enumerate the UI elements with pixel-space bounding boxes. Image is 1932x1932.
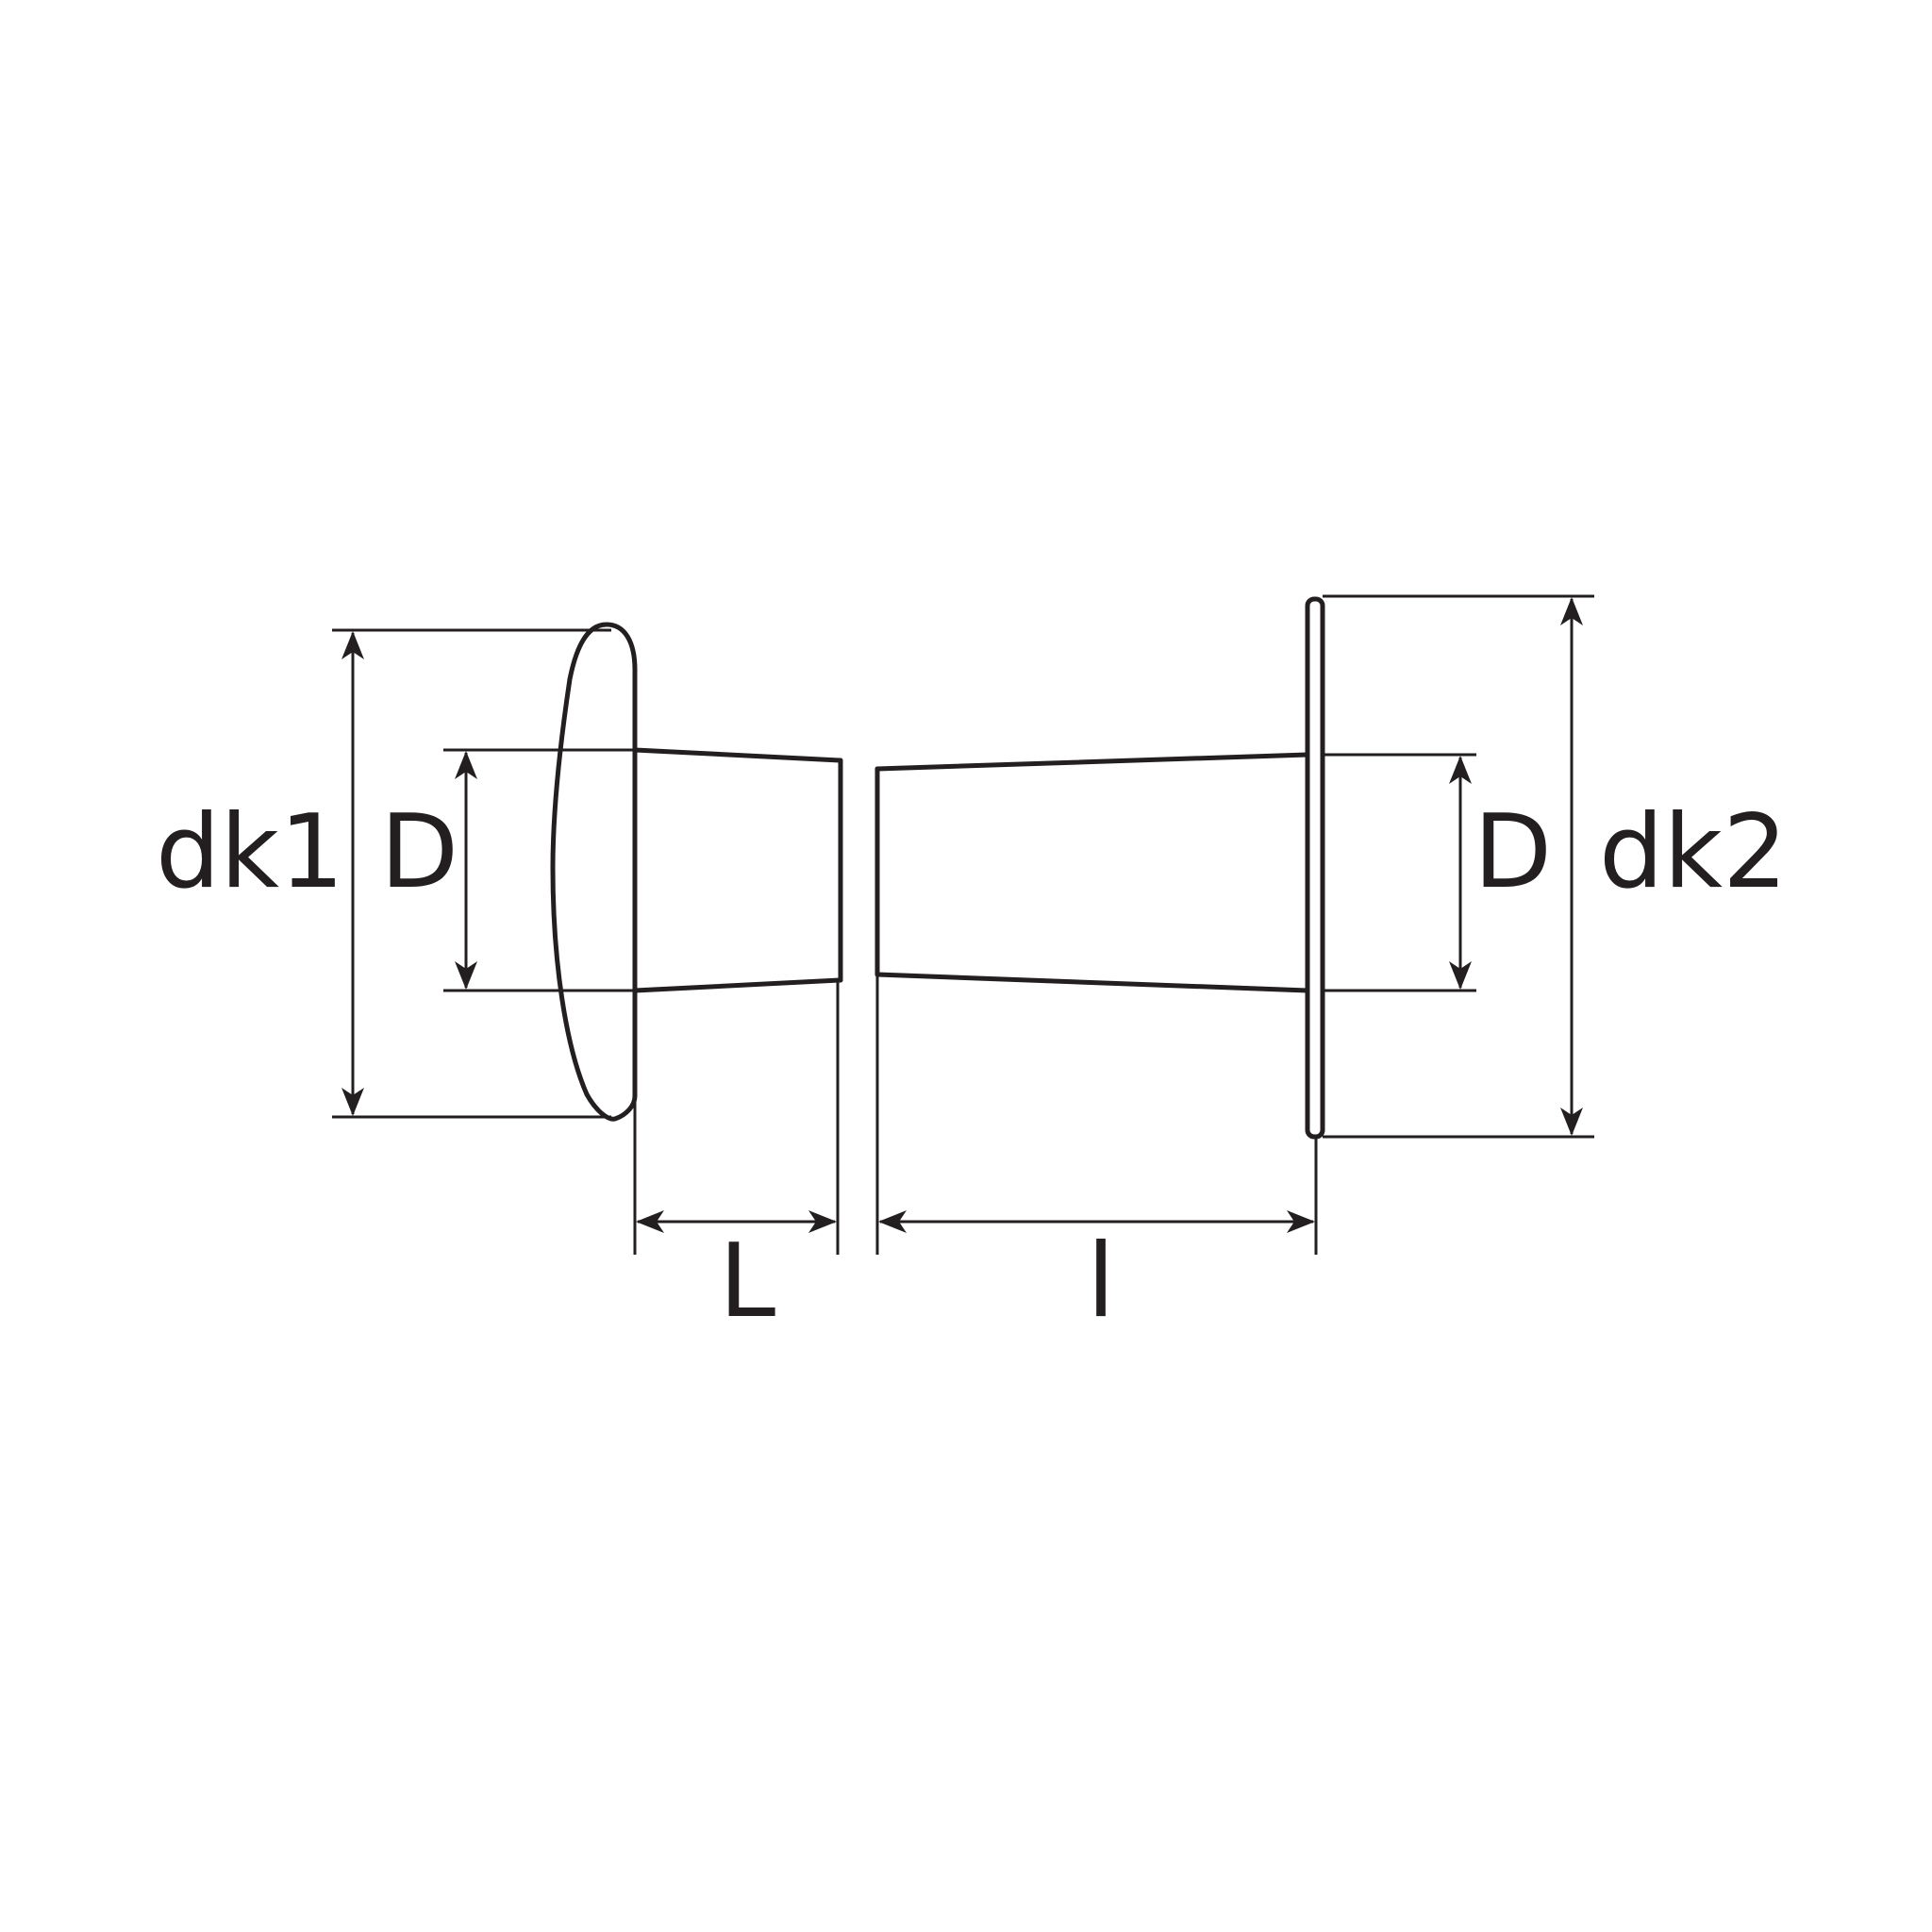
dimension-L: L	[633, 980, 840, 1341]
dimension-l: l	[875, 974, 1318, 1341]
right-shank-bottom-edge	[874, 972, 1310, 993]
dimension-d-right: D	[1323, 753, 1552, 992]
d-left-label: D	[380, 793, 458, 911]
domed-head-outline	[550, 622, 638, 1122]
right-rivet-part	[874, 596, 1325, 1140]
right-shank-top-edge	[874, 752, 1310, 772]
left-rivet-part	[550, 622, 843, 1122]
dk1-label: dk1	[156, 793, 344, 911]
dimension-dk1: dk1	[156, 628, 611, 1119]
dk2-label: dk2	[1599, 793, 1788, 911]
left-shank-bottom-edge	[632, 977, 843, 993]
left-shank-top-edge	[632, 747, 843, 763]
dimension-d-left: D	[380, 748, 635, 992]
l-label: l	[1087, 1223, 1115, 1341]
dimension-dk2: dk2	[1323, 594, 1788, 1139]
flat-head-outline	[1305, 596, 1325, 1140]
d-right-label: D	[1474, 793, 1552, 911]
L-label: L	[719, 1223, 775, 1341]
